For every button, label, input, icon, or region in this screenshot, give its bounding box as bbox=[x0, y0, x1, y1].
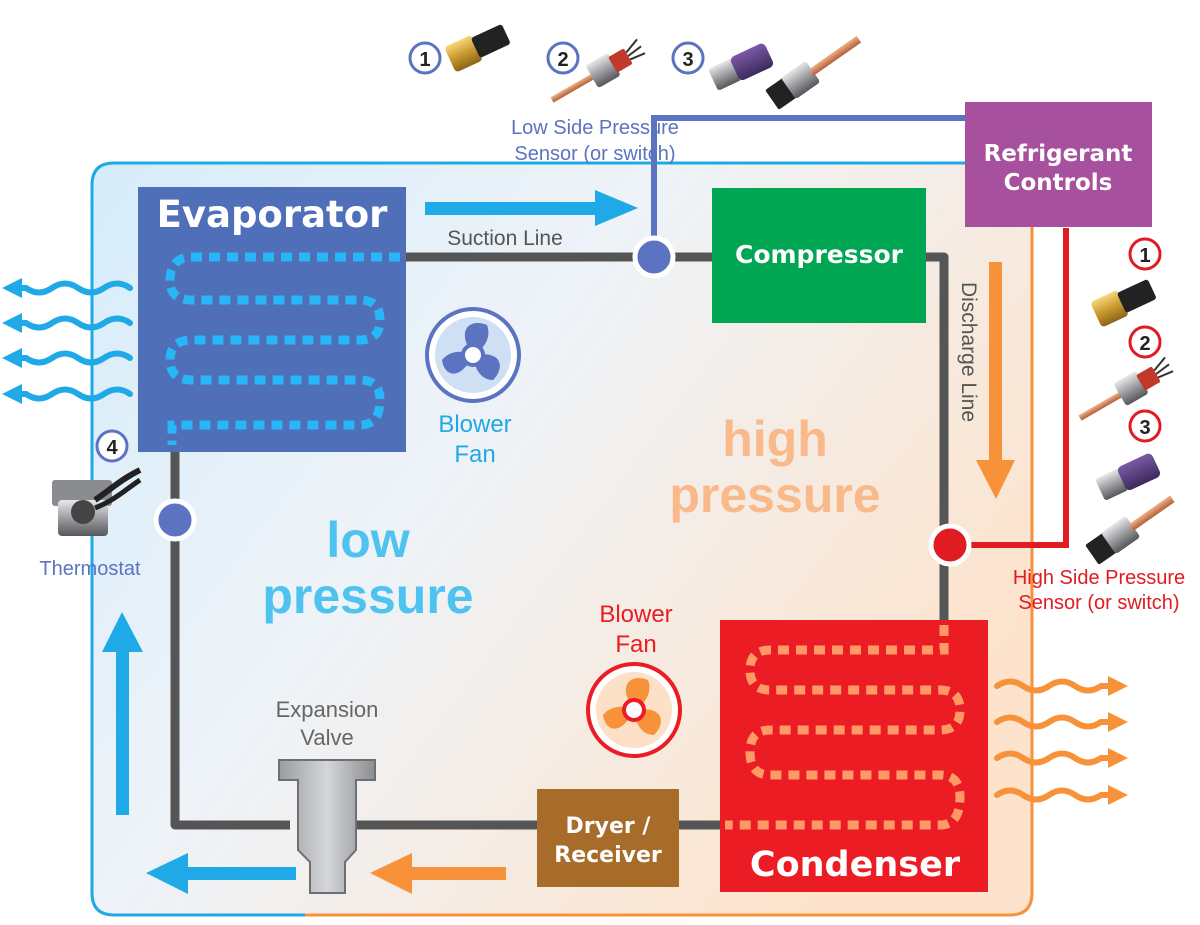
low-side-sensor-label-line1: Low Side Pressure bbox=[511, 117, 679, 139]
condenser-label: Condenser bbox=[750, 845, 961, 885]
dryer-receiver: Dryer / Receiver bbox=[537, 789, 679, 887]
low-side-sensor-node bbox=[632, 235, 676, 279]
svg-text:1: 1 bbox=[419, 49, 430, 71]
evaporator-coil bbox=[165, 252, 400, 445]
thermostat: 4 Thermostat bbox=[39, 429, 142, 580]
flow-arrows bbox=[102, 190, 1015, 894]
condenser: Condenser bbox=[720, 620, 988, 892]
return-arrow-icon bbox=[102, 612, 143, 815]
condenser-coil bbox=[725, 625, 965, 830]
pressure-sensor-icon-3a-top bbox=[708, 43, 774, 90]
low-side-sensor-label-line2: Sensor (or switch) bbox=[514, 143, 675, 165]
expansion-valve-label-line1: Expansion bbox=[276, 697, 379, 722]
sensor-badges-top: 1 2 3 bbox=[408, 41, 705, 75]
low-pressure-label-line2: pressure bbox=[262, 568, 473, 624]
badge-1-top: 1 bbox=[408, 41, 442, 75]
bottom-orange-arrow-icon bbox=[370, 853, 506, 894]
evaporator: Evaporator bbox=[138, 187, 406, 452]
condenser-fan-label-line2: Fan bbox=[615, 631, 656, 658]
evaporator-fan-label-line2: Fan bbox=[454, 441, 495, 468]
compressor-label: Compressor bbox=[735, 240, 904, 269]
svg-text:2: 2 bbox=[557, 49, 568, 71]
compressor: Compressor bbox=[712, 188, 926, 323]
high-side-sensor-label-line1: High Side Pressure bbox=[1013, 567, 1185, 589]
wavy-arrow-icon-right bbox=[994, 676, 1128, 805]
refrigerant-controls: Refrigerant Controls bbox=[965, 102, 1152, 227]
pressure-sensor-icon-1-right bbox=[1091, 279, 1156, 327]
high-pressure-label-line2: pressure bbox=[669, 467, 880, 523]
expansion-valve-label-line2: Valve bbox=[300, 725, 353, 750]
refrigerant-controls-label-line2: Controls bbox=[1004, 170, 1113, 196]
thermostat-label: Thermostat bbox=[39, 558, 141, 580]
badge-4: 4 bbox=[95, 429, 129, 463]
expansion-valve-icon: Expansion Valve bbox=[276, 697, 379, 894]
pressure-sensor-icon-3b-right bbox=[1085, 495, 1175, 565]
suction-arrow-icon bbox=[425, 190, 638, 226]
svg-text:2: 2 bbox=[1139, 333, 1150, 355]
thermostat-icon bbox=[52, 467, 142, 536]
dryer-label-line2: Receiver bbox=[554, 843, 662, 868]
high-side-sensor-node bbox=[928, 523, 972, 567]
junction-nodes bbox=[153, 235, 972, 567]
badge-1-right: 1 bbox=[1128, 237, 1162, 271]
badge-3-top: 3 bbox=[671, 41, 705, 75]
badge-3-right: 3 bbox=[1128, 409, 1162, 443]
badge-2-right: 2 bbox=[1128, 325, 1162, 359]
dryer-label-line1: Dryer / bbox=[566, 814, 652, 839]
high-side-sensor-label-line2: Sensor (or switch) bbox=[1018, 592, 1179, 614]
svg-text:3: 3 bbox=[682, 49, 693, 71]
evaporator-outlet-node bbox=[153, 498, 197, 542]
pressure-sensor-icon-1-top bbox=[445, 24, 510, 72]
condenser-fan-icon: Blower Fan bbox=[586, 601, 682, 758]
pressure-sensor-icon-3a-right bbox=[1095, 453, 1161, 500]
condenser-fan-label-line1: Blower bbox=[599, 601, 672, 628]
discharge-line-label: Discharge Line bbox=[957, 282, 980, 422]
refrigerant-controls-label-line1: Refrigerant bbox=[984, 141, 1133, 167]
pressure-sensor-icon-3b-top bbox=[765, 35, 862, 110]
svg-text:3: 3 bbox=[1139, 417, 1150, 439]
high-pressure-label-line1: high bbox=[722, 411, 828, 467]
svg-text:1: 1 bbox=[1139, 245, 1150, 267]
pressure-sensor-icon-2-right bbox=[1078, 356, 1174, 421]
bottom-blue-arrow-icon bbox=[146, 853, 296, 894]
sensor-badges-right: 1 2 3 bbox=[1128, 237, 1162, 443]
evaporator-label: Evaporator bbox=[157, 193, 389, 236]
wavy-arrow-icon-left bbox=[2, 278, 133, 404]
pressure-sensor-icon-2-top bbox=[550, 38, 646, 103]
evaporator-fan-icon: Blower Fan bbox=[425, 307, 521, 468]
evaporator-fan-label-line1: Blower bbox=[438, 411, 511, 438]
discharge-arrow-icon bbox=[976, 262, 1015, 499]
suction-line-label: Suction Line bbox=[447, 227, 563, 250]
low-pressure-label-line1: low bbox=[326, 512, 409, 568]
svg-text:4: 4 bbox=[106, 437, 118, 459]
badge-2-top: 2 bbox=[546, 41, 580, 75]
